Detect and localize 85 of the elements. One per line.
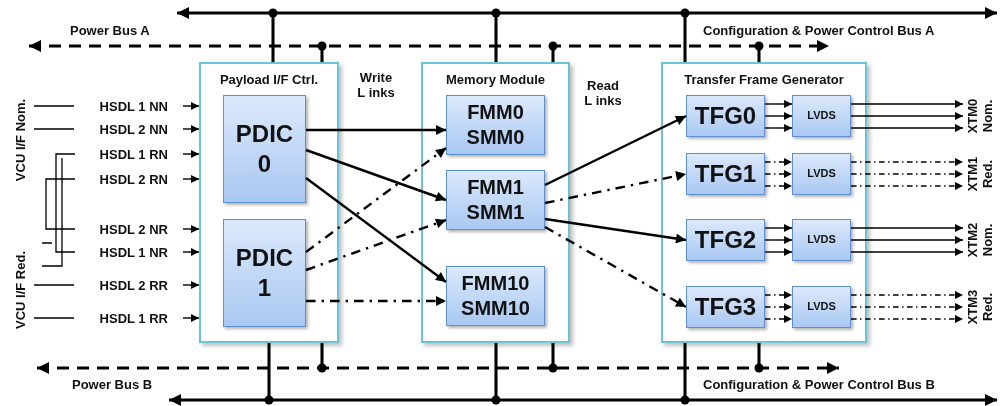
- signal-label: HSDL 1 RN: [86, 145, 168, 163]
- bus-line: [176, 6, 998, 20]
- arrow: [544, 217, 687, 244]
- arrow: [764, 124, 793, 132]
- output-port-label: XTM2 Nom.: [963, 212, 997, 268]
- bus-line: [28, 39, 830, 53]
- function-block: PDIC 1: [223, 219, 306, 327]
- arrow: [544, 225, 687, 309]
- arrow: [850, 100, 964, 108]
- arrow: [764, 248, 793, 256]
- arrow: [764, 315, 793, 323]
- lvds-block: LVDS: [792, 153, 851, 195]
- arrow: [182, 225, 200, 233]
- signal-label: HSDL 1 NR: [86, 243, 168, 261]
- arrow: [764, 303, 793, 311]
- bus-line: [36, 361, 840, 375]
- signal-label: HSDL 1 NN: [86, 97, 168, 115]
- signal-label: HSDL 2 NR: [86, 220, 168, 238]
- arrow: [305, 148, 447, 202]
- signal-label: HSDL 2 RR: [86, 276, 168, 294]
- lvds-block: LVDS: [792, 219, 851, 261]
- arrow: [182, 314, 200, 322]
- module-title: Payload I/F Ctrl.: [218, 72, 320, 87]
- output-port-label: XTM1 Red.: [963, 146, 997, 202]
- lvds-block: LVDS: [792, 286, 851, 328]
- function-block: TFG1: [686, 153, 765, 195]
- arrow: [850, 158, 964, 166]
- arrow: [544, 114, 687, 187]
- module-box: [421, 62, 570, 343]
- arrow: [306, 125, 446, 135]
- arrow: [182, 248, 200, 256]
- bus-line: [168, 393, 998, 406]
- arrow: [850, 236, 964, 244]
- arrow: [182, 125, 200, 133]
- lvds-block: LVDS: [792, 95, 851, 137]
- function-block: PDIC 0: [223, 95, 306, 203]
- side-label: VCU I/F Nom.: [12, 98, 28, 182]
- side-label: Write L inks: [356, 70, 396, 100]
- function-block: FMM0 SMM0: [446, 95, 545, 155]
- function-block: FMM10 SMM10: [446, 266, 545, 326]
- function-block: TFG2: [686, 219, 765, 261]
- arrow: [764, 112, 793, 120]
- arrow: [850, 291, 964, 299]
- arrow: [850, 224, 964, 232]
- arrow: [764, 158, 793, 166]
- arrow: [305, 147, 447, 253]
- bus-label: Configuration & Power Control Bus A: [703, 23, 935, 38]
- arrow: [544, 171, 687, 205]
- module-title: Transfer Frame Generator: [683, 72, 845, 87]
- arrow: [182, 175, 200, 183]
- arrow: [850, 315, 964, 323]
- bus-label: Configuration & Power Control Bus B: [703, 377, 935, 392]
- arrow: [305, 177, 447, 283]
- arrow: [182, 281, 200, 289]
- arrow: [764, 182, 793, 190]
- arrow: [850, 303, 964, 311]
- module-title: Memory Module: [445, 72, 546, 87]
- arrow: [306, 296, 446, 306]
- function-block: TFG0: [686, 95, 765, 137]
- bus-label: Power Bus A: [70, 23, 150, 38]
- arrow: [182, 150, 200, 158]
- arrow: [850, 112, 964, 120]
- arrow: [764, 291, 793, 299]
- arrow: [850, 248, 964, 256]
- module-box: [661, 62, 867, 343]
- function-block: FMM1 SMM1: [446, 170, 545, 230]
- output-port-label: XTM3 Red.: [963, 279, 997, 335]
- output-port-label: XTM0 Nom.: [963, 88, 997, 144]
- module-box: [199, 62, 339, 343]
- signal-label: HSDL 2 RN: [86, 170, 168, 188]
- arrow: [764, 236, 793, 244]
- signal-label: HSDL 1 RR: [86, 309, 168, 327]
- arrow: [764, 100, 793, 108]
- arrow: [850, 182, 964, 190]
- arrow: [305, 218, 447, 272]
- arrow: [850, 170, 964, 178]
- arrow: [182, 102, 200, 110]
- arrow: [764, 224, 793, 232]
- function-block: TFG3: [686, 286, 765, 328]
- side-label: Read L inks: [583, 78, 623, 108]
- side-label: VCU I/F Red.: [12, 251, 28, 329]
- signal-label: HSDL 2 NN: [86, 120, 168, 138]
- arrow: [850, 124, 964, 132]
- bus-label: Power Bus B: [72, 377, 153, 392]
- arrow: [764, 170, 793, 178]
